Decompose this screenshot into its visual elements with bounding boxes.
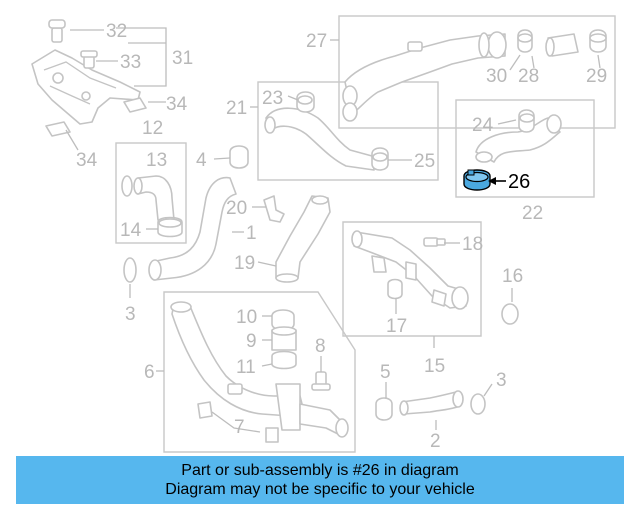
bracket-assembly (31, 19, 147, 137)
callout-11: 11 (236, 357, 256, 378)
o-ring-3-right (470, 393, 486, 415)
callout-13: 13 (146, 150, 167, 171)
callout-labels: 32 33 31 34 12 34 27 30 28 29 21 23 25 2… (76, 21, 607, 452)
group-box-27 (338, 15, 616, 129)
clamp-26-highlighted (463, 169, 491, 191)
bracket-20 (263, 195, 285, 223)
callout-14: 14 (120, 220, 142, 241)
callout-24: 24 (472, 115, 494, 136)
callout-19: 19 (234, 253, 255, 274)
callout-1: 1 (246, 223, 257, 244)
callout-31: 31 (172, 48, 193, 69)
leader-lines (65, 27, 601, 433)
group-box-22 (455, 99, 595, 198)
hose-2 (399, 390, 464, 416)
callout-17: 17 (386, 316, 407, 337)
callout-18: 18 (462, 234, 483, 255)
callout-23: 23 (262, 88, 283, 109)
highlight-leader-26 (488, 177, 506, 185)
callout-27: 27 (306, 31, 327, 52)
group-box-12 (115, 142, 187, 244)
clamp-5 (375, 397, 393, 421)
pipe-19 (275, 195, 331, 283)
callout-2: 2 (430, 431, 441, 452)
intercooler-pipe-27 (342, 29, 607, 122)
callout-32: 32 (106, 21, 127, 42)
callout-30: 30 (486, 66, 507, 87)
callout-29: 29 (586, 66, 607, 87)
parts-group-12 (121, 175, 183, 238)
banner-line-2: Diagram may not be specific to your vehi… (165, 481, 475, 498)
callout-7: 7 (234, 417, 245, 438)
callout-3-right: 3 (496, 370, 507, 391)
callout-33: 33 (120, 52, 141, 73)
callout-3-left: 3 (125, 304, 136, 325)
callout-34-left: 34 (76, 150, 98, 171)
hose-22 (475, 109, 562, 163)
callout-20: 20 (226, 198, 247, 219)
callout-5: 5 (380, 362, 391, 383)
hose-21 (264, 91, 389, 171)
pipe-15 (351, 230, 469, 310)
pipe-6 (170, 301, 349, 443)
info-banner: Part or sub-assembly is #26 in diagram D… (16, 456, 624, 504)
callout-26: 26 (508, 171, 530, 193)
callout-15: 15 (424, 356, 445, 377)
callout-9: 9 (246, 331, 257, 352)
callout-22: 22 (522, 203, 543, 224)
callout-34-top: 34 (166, 94, 188, 115)
callout-6: 6 (144, 362, 155, 383)
callout-28: 28 (518, 66, 539, 87)
callout-21: 21 (226, 98, 247, 119)
o-ring-3-left (123, 257, 137, 283)
o-ring-16 (501, 303, 519, 325)
callout-8: 8 (315, 336, 326, 357)
callout-4: 4 (196, 150, 207, 171)
callout-12: 12 (142, 118, 163, 139)
group-box-6 (163, 291, 356, 453)
callout-16: 16 (502, 266, 523, 287)
callout-25: 25 (414, 151, 435, 172)
callout-10: 10 (236, 307, 257, 328)
hose-1 (148, 176, 237, 281)
parts-diagram: 32 33 31 34 12 34 27 30 28 29 21 23 25 2… (31, 15, 616, 453)
banner-line-1: Part or sub-assembly is #26 in diagram (181, 462, 459, 479)
group-box-15 (342, 221, 482, 337)
clamp-4 (229, 145, 249, 169)
